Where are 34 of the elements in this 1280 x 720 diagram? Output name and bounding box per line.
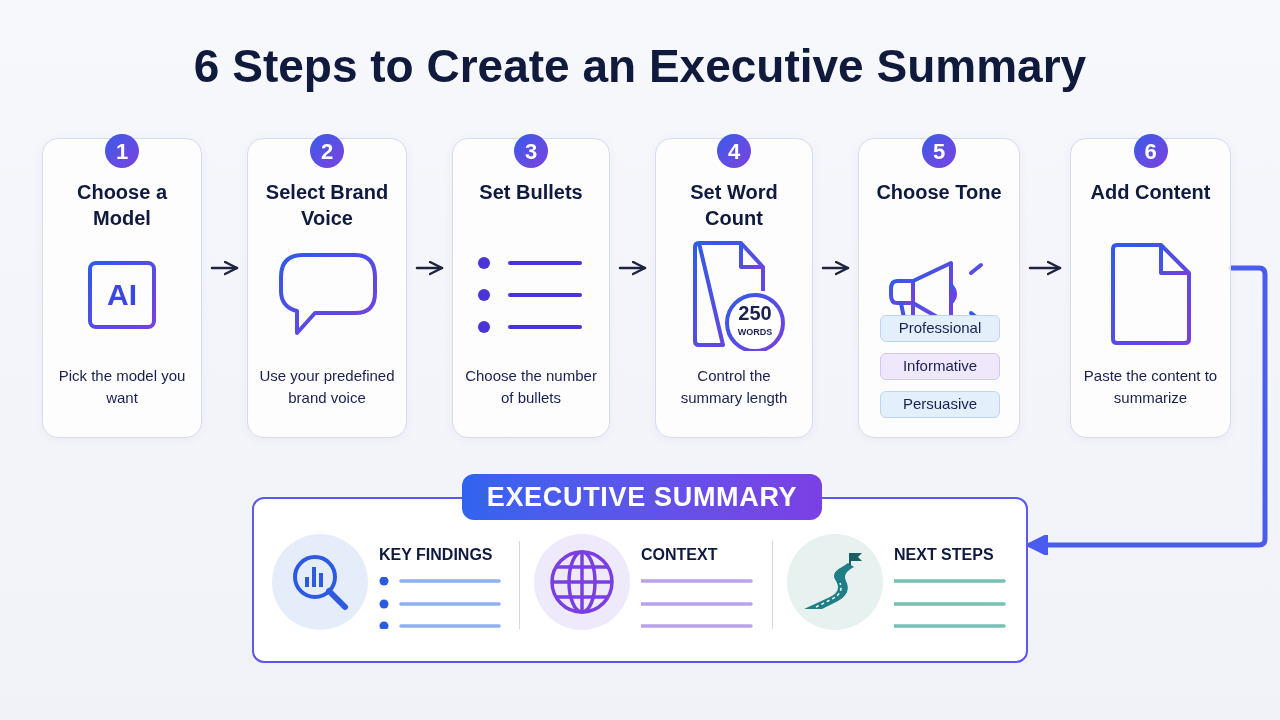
summary-header-banner: EXECUTIVE SUMMARY	[462, 474, 822, 520]
step-number-badge: 3	[514, 134, 548, 168]
tone-chip: Professional	[880, 315, 1000, 342]
step-title: Choose Tone	[875, 180, 1003, 205]
arrow	[210, 260, 239, 276]
step-number-badge: 6	[1133, 134, 1168, 168]
step-description: Control the summary length	[679, 366, 789, 408]
tone-chip: Informative	[880, 353, 1000, 380]
step-description: Pick the model you want	[57, 366, 187, 408]
word-count-number: 250	[737, 302, 773, 324]
step-title: Set Word Count	[689, 180, 779, 231]
step-title: Set Bullets	[478, 180, 584, 205]
step-number-badge: 4	[717, 134, 751, 168]
step-number-badge: 2	[310, 134, 344, 168]
section-heading: NEXT STEPS	[894, 545, 994, 565]
step-description: Paste the content to summarize	[1082, 366, 1219, 408]
chip-label: AI	[106, 278, 138, 312]
step-description: Choose the number of bullets	[464, 366, 598, 408]
arrow	[821, 260, 850, 276]
word-count-unit: WORDS	[736, 327, 774, 337]
tone-chip: Persuasive	[880, 391, 1000, 418]
arrow	[1028, 260, 1062, 276]
step-title: Choose a Model	[76, 180, 169, 231]
section-heading: CONTEXT	[641, 545, 718, 565]
arrow	[618, 260, 647, 276]
step-number-badge: 1	[105, 134, 139, 168]
step-title: Select Brand Voice	[264, 180, 390, 231]
step-number-badge: 5	[922, 134, 956, 168]
arrow	[415, 260, 444, 276]
step-description: Use your predefined brand voice	[258, 366, 396, 408]
step-title: Add Content	[1089, 180, 1212, 205]
page-title: 6 Steps to Create an Executive Summary	[192, 39, 1088, 94]
section-heading: KEY FINDINGS	[379, 545, 493, 565]
arrow	[1026, 265, 1268, 557]
